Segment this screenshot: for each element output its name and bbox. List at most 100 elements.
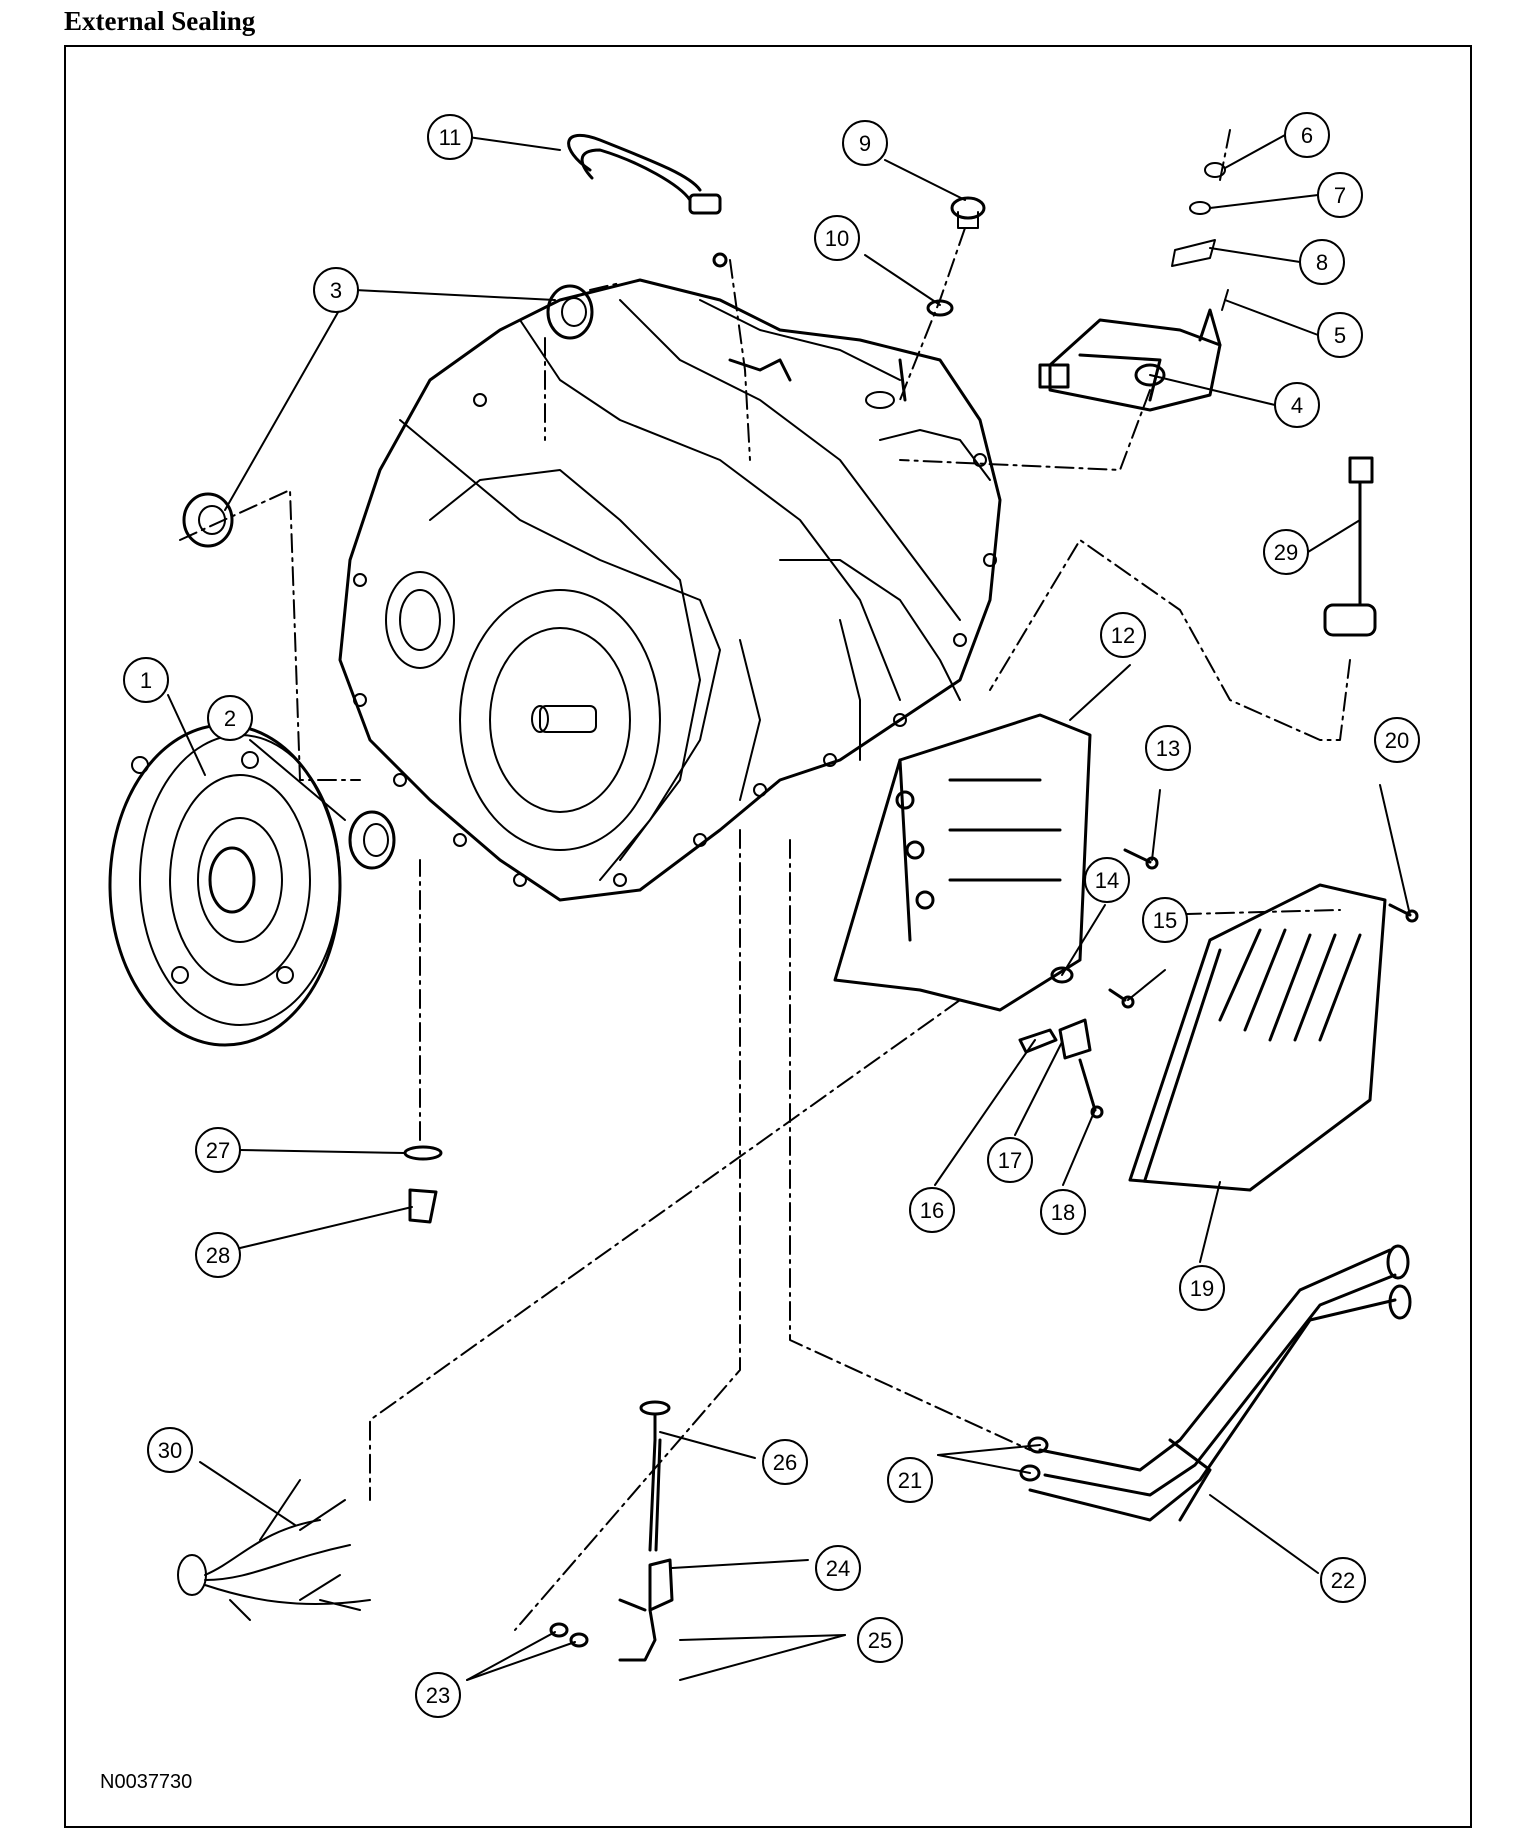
sensor-29 (1323, 456, 1377, 637)
callout-7: 7 (1317, 172, 1363, 218)
callout-circle (857, 1617, 903, 1663)
callout-circle (1374, 717, 1420, 763)
assembly-centerlines (179, 129, 1351, 1631)
callout-circle (1145, 725, 1191, 771)
callout-28: 28 (195, 1232, 241, 1278)
callout-11: 11 (427, 114, 473, 160)
callout-19: 19 (1179, 1265, 1225, 1311)
callout-5: 5 (1317, 312, 1363, 358)
callout-circle (815, 1545, 861, 1591)
callout-29: 29 (1263, 529, 1309, 575)
callout-22: 22 (1320, 1557, 1366, 1603)
callout-circle (427, 114, 473, 160)
callout-circle (313, 267, 359, 313)
callout-label: 12 (1111, 623, 1135, 648)
callout-9: 9 (842, 120, 888, 166)
callout-17: 17 (987, 1137, 1033, 1183)
callout-label: 11 (439, 125, 462, 150)
leader-lines (167, 134, 1411, 1681)
wiring-harness (177, 1479, 371, 1621)
callout-26: 26 (762, 1439, 808, 1485)
callout-label: 15 (1153, 908, 1177, 933)
bolts (1078, 848, 1419, 1119)
callout-label: 28 (206, 1243, 230, 1268)
callout-circle (195, 1127, 241, 1173)
callout-label: 29 (1274, 540, 1298, 565)
callout-circle (415, 1672, 461, 1718)
callout-label: 4 (1291, 393, 1303, 418)
callout-circle (147, 1427, 193, 1473)
callout-circle (123, 657, 169, 703)
callout-circle (1320, 1557, 1366, 1603)
vent-hose (567, 134, 728, 268)
filler-tube (618, 1558, 674, 1662)
callouts: 1234567891011121314151617181920212223242… (123, 112, 1420, 1718)
callout-circle (1284, 112, 1330, 158)
callout-label: 23 (426, 1683, 450, 1708)
callout-label: 2 (224, 706, 236, 731)
callout-circle (1299, 239, 1345, 285)
callout-25: 25 (857, 1617, 903, 1663)
page-title: External Sealing (64, 6, 256, 36)
callout-circle (1100, 612, 1146, 658)
dipstick (639, 1400, 671, 1552)
callout-circle (1084, 857, 1130, 903)
callout-label: 13 (1156, 736, 1180, 761)
callout-label: 19 (1190, 1276, 1214, 1301)
callout-18: 18 (1040, 1189, 1086, 1235)
transaxle-case (338, 278, 1002, 902)
figure-id: N0037730 (100, 1771, 192, 1793)
callout-label: 21 (898, 1468, 922, 1493)
callout-1: 1 (123, 657, 169, 703)
cooler-tubes (1028, 1244, 1412, 1522)
callout-label: 20 (1385, 728, 1409, 753)
callout-circle (814, 215, 860, 261)
callout-circle (1040, 1189, 1086, 1235)
callout-30: 30 (147, 1427, 193, 1473)
valve-body (833, 713, 1092, 1012)
callout-10: 10 (814, 215, 860, 261)
case-plug (403, 1145, 443, 1224)
callout-circle (1142, 897, 1188, 943)
callout-label: 16 (920, 1198, 944, 1223)
callout-circle (1317, 312, 1363, 358)
callout-circle (207, 695, 253, 741)
callout-circle (1274, 382, 1320, 428)
callout-label: 1 (140, 668, 152, 693)
callout-13: 13 (1145, 725, 1191, 771)
callout-circle (987, 1137, 1033, 1183)
callout-label: 26 (773, 1450, 797, 1475)
callout-6: 6 (1284, 112, 1330, 158)
callout-label: 18 (1051, 1200, 1075, 1225)
callout-circle (842, 120, 888, 166)
callout-8: 8 (1299, 239, 1345, 285)
callout-label: 14 (1095, 868, 1119, 893)
callout-circle (887, 1457, 933, 1503)
callout-4: 4 (1274, 382, 1320, 428)
callout-23: 23 (415, 1672, 461, 1718)
callout-12: 12 (1100, 612, 1146, 658)
tr-sensor-hardware (1171, 162, 1229, 311)
callout-circle (1317, 172, 1363, 218)
callout-15: 15 (1142, 897, 1188, 943)
callout-27: 27 (195, 1127, 241, 1173)
washers (549, 1436, 1049, 1648)
callout-label: 30 (158, 1438, 182, 1463)
callout-label: 3 (330, 278, 342, 303)
seal-2 (348, 810, 396, 870)
callout-24: 24 (815, 1545, 861, 1591)
drain-plug (926, 196, 986, 317)
callout-circle (909, 1187, 955, 1233)
callout-14: 14 (1084, 857, 1130, 903)
seal-3-top (546, 284, 594, 340)
callout-label: 10 (825, 226, 849, 251)
small-parts (1018, 966, 1092, 1060)
oil-pan (1128, 883, 1387, 1192)
callout-circle (1179, 1265, 1225, 1311)
callout-21: 21 (887, 1457, 933, 1503)
figure-frame (64, 45, 1472, 1828)
callout-label: 9 (859, 131, 871, 156)
callout-circle (195, 1232, 241, 1278)
callout-2: 2 (207, 695, 253, 741)
